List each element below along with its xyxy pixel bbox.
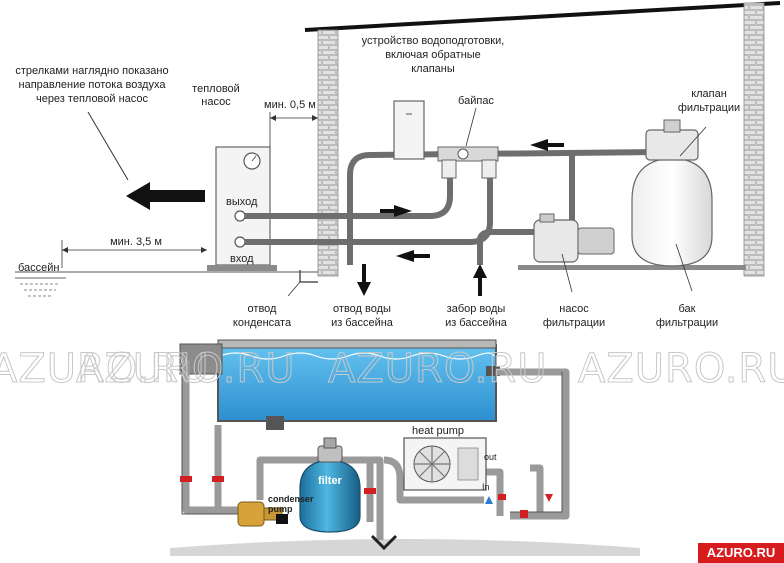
note-line-1: стрелками наглядно показано xyxy=(15,65,168,77)
arrow-left-icon xyxy=(530,139,548,151)
heat-pump-label-1: тепловой xyxy=(192,83,240,95)
heat-pump-unit xyxy=(207,146,277,271)
water-out-label-2: из бассейна xyxy=(331,317,394,329)
bypass-pointer xyxy=(465,107,477,147)
watermark-4: AZURO.RU xyxy=(578,346,784,392)
treatment-label-3: клапаны xyxy=(411,63,455,75)
pool-symbol xyxy=(15,277,66,297)
filter-tank-label-1: бак xyxy=(679,303,696,315)
valve-icon xyxy=(481,159,497,179)
heat-pump-unit-bottom xyxy=(403,437,487,491)
roof-line xyxy=(304,1,781,32)
arrow-up-icon xyxy=(473,264,487,296)
note-line-3: через тепловой насос xyxy=(36,93,149,105)
treatment-label-1: устройство водоподготовки, xyxy=(362,35,505,47)
valve-icon xyxy=(441,159,457,179)
arrow-right-icon xyxy=(394,205,412,217)
bypass-label: байпас xyxy=(458,95,494,107)
heat-pump-label-2: насос xyxy=(201,96,231,108)
arrow-down-icon xyxy=(357,264,371,296)
min-3-5-label: мин. 3,5 м xyxy=(110,236,162,248)
arrow-up-icon xyxy=(485,496,493,504)
valve-icon xyxy=(180,476,528,518)
filter-valve-label-1: клапан xyxy=(691,88,727,100)
arrow-left-icon xyxy=(126,182,205,210)
treatment-device xyxy=(393,100,425,160)
dimension-min-0-5 xyxy=(269,112,318,147)
filter-label: filter xyxy=(318,475,343,487)
top-pipes xyxy=(245,149,683,265)
watermark-3: AZURO.RU xyxy=(328,346,547,392)
condenser-label-2: pump xyxy=(268,504,293,514)
filter-valve-label-2: фильтрации xyxy=(678,102,740,114)
in-label: In xyxy=(482,482,490,492)
filter-pump-pointer xyxy=(561,253,573,293)
output-label: выход xyxy=(226,196,258,208)
watermark-1: AZURO.RU xyxy=(0,346,209,392)
condenser-label-1: condenser xyxy=(268,494,314,504)
filter-unit xyxy=(299,437,361,533)
equipment-floor xyxy=(518,265,746,270)
condensate-pointer xyxy=(287,281,301,297)
min-0-5-label: мин. 0,5 м xyxy=(264,99,316,111)
dimension-min-3-5 xyxy=(61,240,207,268)
condenser-pump xyxy=(237,501,288,527)
note-line-2: направление потока воздуха xyxy=(19,79,167,91)
water-in-label-2: из бассейна xyxy=(445,317,508,329)
site-badge[interactable]: AZURO.RU xyxy=(698,543,784,563)
drain xyxy=(370,534,398,551)
condensate-label-1: отвод xyxy=(248,303,278,315)
input-label: вход xyxy=(230,253,254,265)
filter-pump xyxy=(533,213,615,263)
arrow-left-icon xyxy=(396,250,414,262)
brick-wall-right xyxy=(743,2,765,277)
water-in-label-1: забор воды xyxy=(447,303,506,315)
filter-tank-pointer xyxy=(675,243,693,292)
pool-label: бассейн xyxy=(18,262,60,274)
filter-tank xyxy=(631,119,713,267)
arrow-down-icon xyxy=(545,494,553,502)
out-label: out xyxy=(484,452,497,462)
watermark-2: AZURO.RU xyxy=(76,346,295,392)
filter-valve-pointer xyxy=(679,126,707,157)
treatment-label-2: включая обратные xyxy=(385,49,481,61)
ground-base xyxy=(170,539,640,556)
heat-pump-en-label: heat pump xyxy=(412,425,464,437)
filter-pump-label-1: насос xyxy=(559,303,589,315)
water-out-label-1: отвод воды xyxy=(333,303,391,315)
filter-pump-label-2: фильтрации xyxy=(543,317,605,329)
filter-tank-label-2: фильтрации xyxy=(656,317,718,329)
pool-basin xyxy=(179,339,500,430)
bypass-valves xyxy=(437,146,499,179)
note-pointer xyxy=(87,111,129,181)
condensate-label-2: конденсата xyxy=(233,317,292,329)
fan-icon xyxy=(413,445,451,483)
